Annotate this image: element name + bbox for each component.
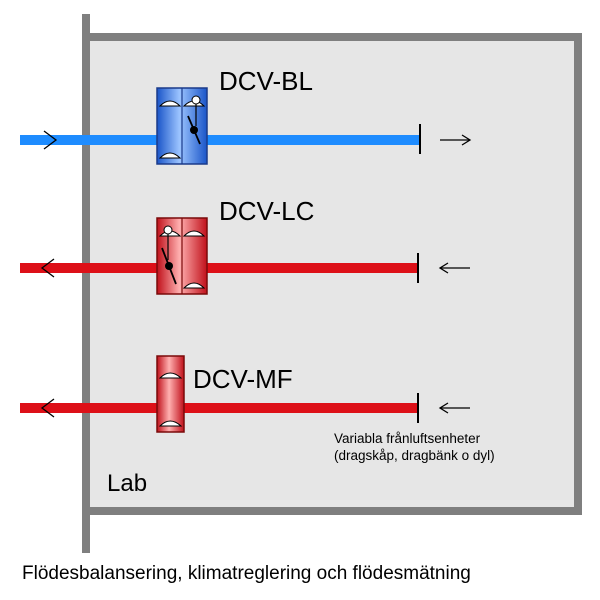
flow-arrow-icon: [43, 130, 58, 150]
flow-arrow-icon: [40, 258, 55, 278]
dcv-lc-unit-icon: [156, 217, 208, 295]
dcv-mf-label: DCV-MF: [193, 364, 293, 394]
dcv-mf-unit-icon: [156, 355, 185, 433]
flow-arrow-icon: [40, 398, 55, 418]
supply-duct-bl: [20, 124, 472, 154]
dcv-bl-unit-icon: [156, 87, 208, 165]
room-label: Lab: [107, 470, 148, 497]
dcv-bl-label: DCV-BL: [219, 66, 313, 96]
note-line-1: Variabla frånluftsenheter: [334, 431, 481, 446]
exhaust-duct-mf: [20, 393, 470, 423]
dcv-lc-label: DCV-LC: [219, 196, 315, 226]
exhaust-duct-lc: [20, 253, 470, 283]
note-line-2: (dragskåp, dragbänk o dyl): [334, 448, 495, 463]
diagram-caption: Flödesbalansering, klimatreglering och f…: [22, 563, 471, 584]
